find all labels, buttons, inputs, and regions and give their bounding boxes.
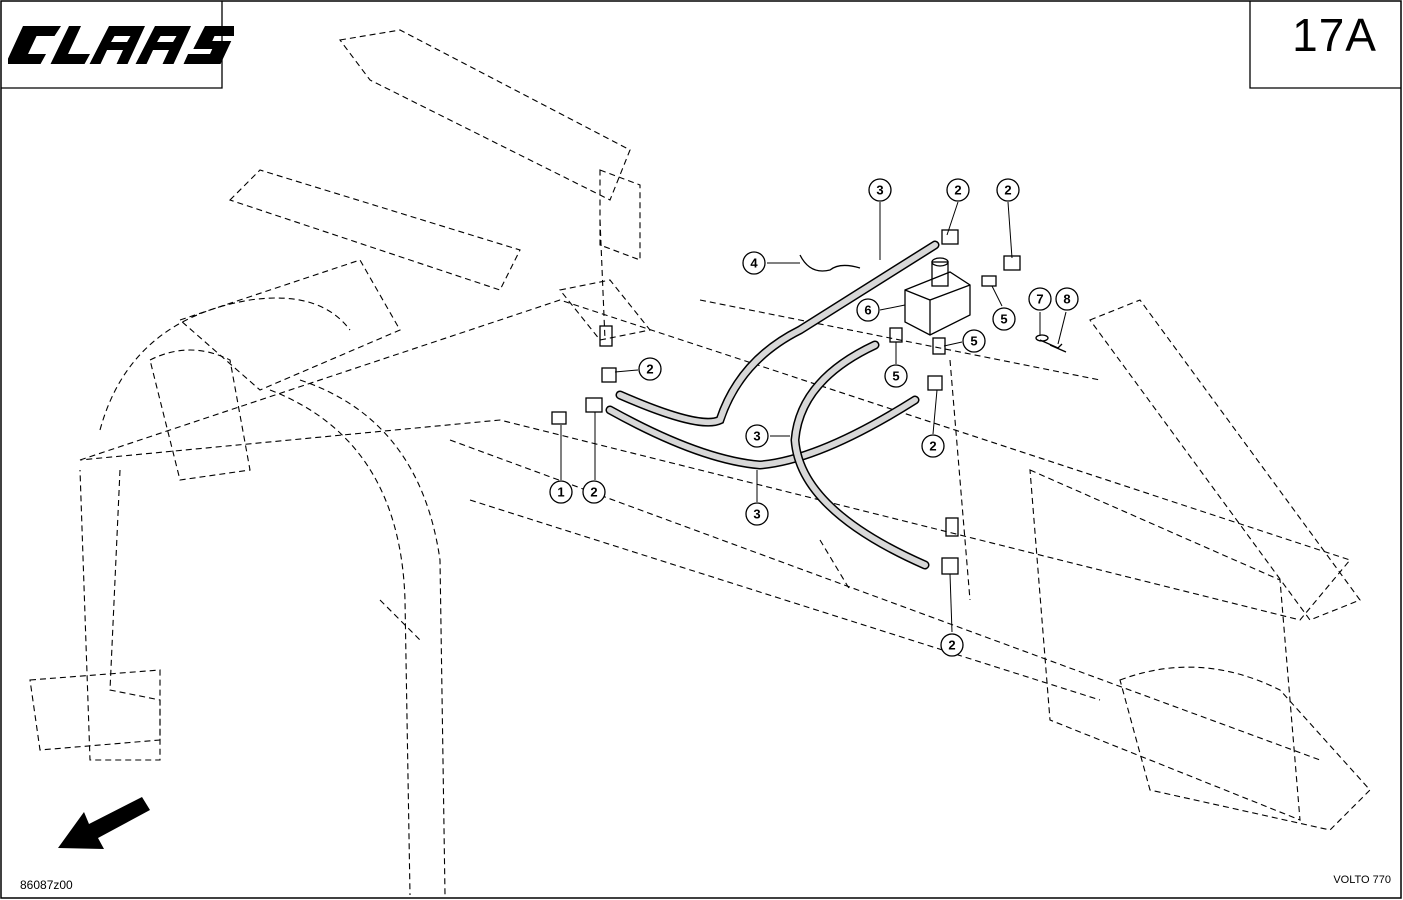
model-name: VOLTO 770 xyxy=(1333,874,1391,886)
callout-label: 2 xyxy=(1004,183,1011,198)
callout-leaders xyxy=(560,201,1067,633)
callout-label: 3 xyxy=(753,507,760,522)
callout-5-right: 5 xyxy=(992,307,1016,331)
valve-block-assembly xyxy=(551,229,1067,575)
callout-2-left-bottom: 2 xyxy=(582,480,606,504)
callout-label: 8 xyxy=(1063,292,1070,307)
callout-2-top-a: 2 xyxy=(946,178,970,202)
callout-2-left-top: 2 xyxy=(638,357,662,381)
callout-label: 5 xyxy=(1000,312,1007,327)
callout-3-bottom: 3 xyxy=(745,502,769,526)
callout-8: 8 xyxy=(1055,287,1079,311)
callout-label: 3 xyxy=(876,183,883,198)
callout-4: 4 xyxy=(742,251,766,275)
drawing-code: 86087z00 xyxy=(20,878,73,892)
callout-5-center: 5 xyxy=(962,329,986,353)
callout-5-left: 5 xyxy=(884,364,908,388)
callout-2-bottom: 2 xyxy=(940,633,964,657)
callout-1: 1 xyxy=(549,480,573,504)
callout-label: 4 xyxy=(750,256,758,271)
callout-label: 5 xyxy=(970,334,977,349)
chassis-outline xyxy=(29,29,1371,896)
callout-2-middle: 2 xyxy=(921,434,945,458)
callout-3-middle: 3 xyxy=(745,424,769,448)
callout-label: 2 xyxy=(954,183,961,198)
callout-label: 2 xyxy=(590,485,597,500)
callout-label: 2 xyxy=(948,638,955,653)
callout-6: 6 xyxy=(856,298,880,322)
callout-2-top-b: 2 xyxy=(996,178,1020,202)
callout-label: 6 xyxy=(864,303,871,318)
hydraulic-hoses xyxy=(605,240,940,570)
page-label-box xyxy=(1249,1,1401,89)
callout-label: 3 xyxy=(753,429,760,444)
callout-label: 7 xyxy=(1036,292,1043,307)
claas-logo xyxy=(8,26,234,64)
callout-label: 5 xyxy=(892,369,899,384)
callout-label: 2 xyxy=(929,439,936,454)
callout-7: 7 xyxy=(1028,287,1052,311)
callout-label: 2 xyxy=(646,362,653,377)
callout-3-top: 3 xyxy=(868,178,892,202)
arrow-down-left-icon xyxy=(58,797,150,849)
page-label: 17A xyxy=(1292,9,1377,61)
callout-label: 1 xyxy=(557,485,564,500)
